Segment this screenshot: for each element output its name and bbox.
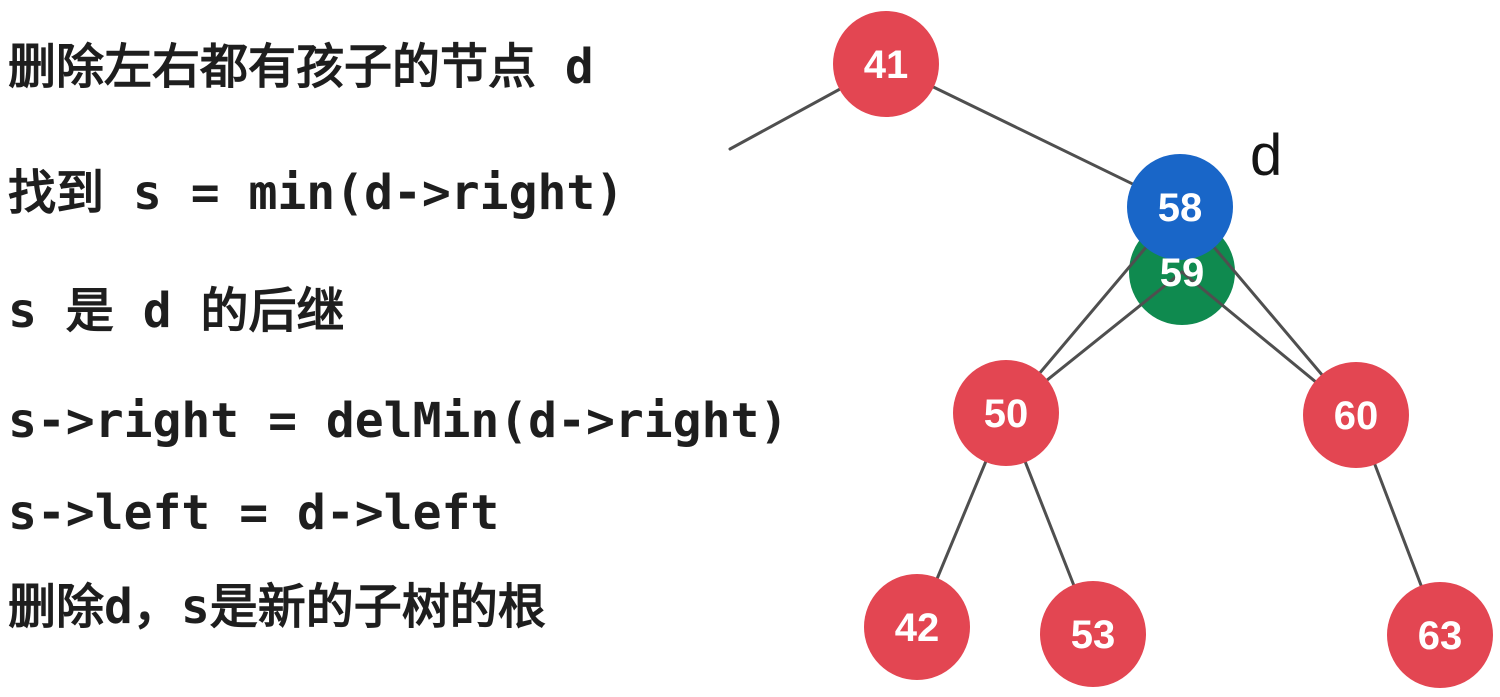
note-line-2: 找到 s = min(d->right) <box>8 165 625 221</box>
annotation-d-label: d <box>1250 123 1282 188</box>
tree-node-42 <box>864 574 970 680</box>
note-line-3: s 是 d 的后继 <box>8 283 345 339</box>
tree-node-label-63: 63 <box>1418 614 1463 658</box>
note-line-6: 删除d，s是新的子树的根 <box>8 579 546 635</box>
tree-node-60 <box>1303 362 1409 468</box>
tree-node-label-50: 50 <box>984 392 1029 436</box>
note-line-4: s->right = delMin(d->right) <box>8 393 789 449</box>
note-line-5: s->left = d->left <box>8 485 500 541</box>
tree-node-53 <box>1040 581 1146 687</box>
tree-node-label-41: 41 <box>864 43 909 87</box>
tree-node-63 <box>1387 582 1493 688</box>
tree-node-label-58: 58 <box>1158 186 1203 230</box>
note-line-1: 删除左右都有孩子的节点 d <box>8 39 594 95</box>
tree-node-58 <box>1127 154 1233 260</box>
tree-node-label-42: 42 <box>895 606 940 650</box>
tree-node-label-53: 53 <box>1071 613 1116 657</box>
tree-node-label-59: 59 <box>1160 251 1205 295</box>
tree-node-41 <box>833 11 939 117</box>
edge-41-58 <box>884 62 1182 209</box>
tree-node-label-60: 60 <box>1334 394 1379 438</box>
tree-node-50 <box>953 360 1059 466</box>
